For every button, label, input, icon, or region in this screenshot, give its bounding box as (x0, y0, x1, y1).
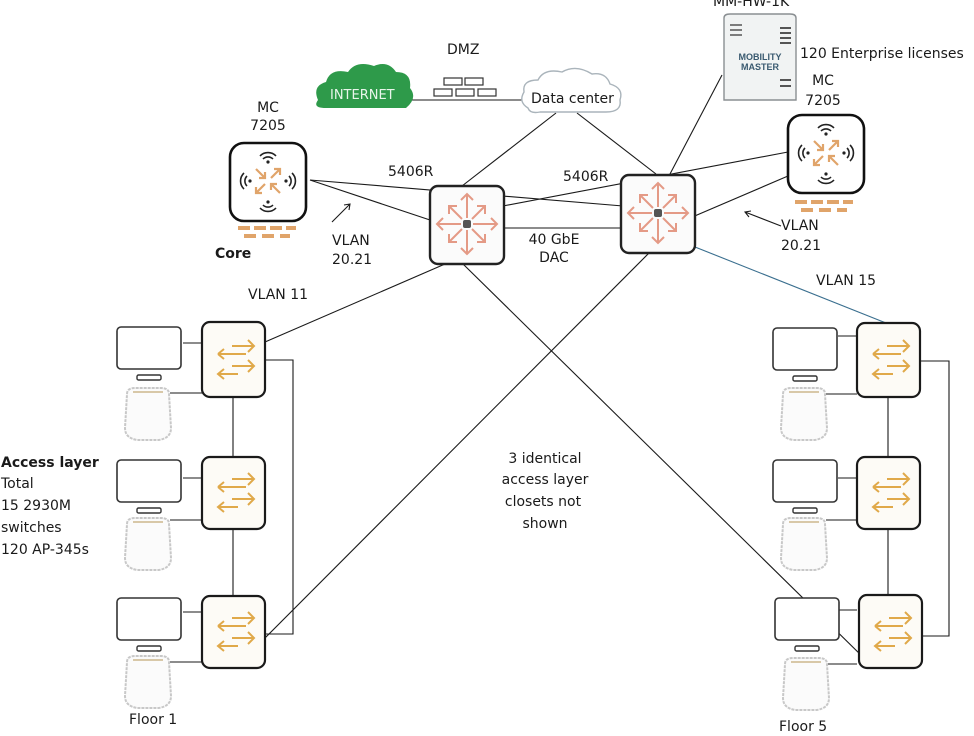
internet-cloud-icon (316, 64, 414, 108)
floor5-monitor-2-icon (772, 459, 838, 514)
floor5-switch-3-icon (857, 593, 924, 670)
vlan11-label: VLAN 11 (248, 287, 309, 303)
link-datacenter-core-right (576, 112, 657, 175)
floor1-closet (116, 320, 267, 709)
floor5-ap-1-icon (780, 387, 828, 441)
note-line3: closets not (504, 494, 582, 510)
floor5-closet (772, 321, 924, 711)
mc-left-controller-icon (228, 141, 308, 223)
access-layer-line4: 120 AP-345s (1, 542, 89, 558)
mc-left-label-line1: MC (257, 100, 279, 116)
mm-licenses-label: 120 Enterprise licenses (800, 46, 964, 62)
vlan-left-pointer-arrow (331, 203, 351, 223)
floor1-switch-1-icon (200, 320, 267, 399)
vlan-right-label-line1: VLAN (781, 218, 819, 234)
core-label: Core (215, 246, 252, 262)
dac-link-label-line2: DAC (539, 250, 569, 266)
link-mc-left-core-left (309, 179, 431, 221)
link-mc-right-core-right (689, 175, 789, 219)
floor1-ap-1-icon (124, 387, 172, 441)
dmz-label: DMZ (447, 42, 480, 58)
floor1-switch-2-icon (200, 455, 267, 531)
dac-link-label-line1: 40 GbE (528, 232, 580, 248)
link-mm-core-right (669, 74, 723, 175)
link-core-right-floor5-top (689, 244, 887, 324)
datacenter-label: Data center (531, 91, 614, 107)
mm-model-label: MM-HW-1K (713, 0, 790, 10)
floor1-monitor-2-icon (116, 459, 182, 514)
floor1-monitor-1-icon (116, 326, 182, 381)
link-core-left-floor5-bottom (462, 263, 867, 661)
mc-right-controller-icon (786, 113, 866, 195)
floor1-switch-3-icon (200, 594, 267, 670)
floor5-ap-2-icon (780, 517, 828, 571)
floor1-label: Floor 1 (129, 712, 178, 728)
access-layer-line2: 15 2930M (1, 498, 71, 514)
mm-badge-line1: MOBILITY (739, 52, 782, 62)
core-right-model-label: 5406R (563, 169, 609, 185)
access-layer-line3: switches (1, 520, 62, 536)
floor5-switch-1-icon (855, 321, 922, 399)
mc-right-label-line2: 7205 (805, 93, 841, 109)
link-datacenter-core-left (461, 112, 557, 187)
mc-right-firewall-icon (795, 200, 853, 212)
mc-right-label-line1: MC (812, 73, 834, 89)
core-switch-right-icon (619, 173, 697, 255)
mm-badge-line2: MASTER (741, 62, 780, 72)
floor5-label: Floor 5 (779, 719, 828, 735)
vlan-left-label-line2: 20.21 (332, 252, 373, 268)
floor1-ap-3-icon (124, 655, 172, 709)
access-layer-line1: Total (1, 476, 34, 492)
floor5-switch-2-icon (855, 455, 922, 531)
note-line4: shown (522, 516, 568, 532)
floor5-monitor-3-icon (774, 597, 840, 652)
vlan15-label: VLAN 15 (816, 273, 877, 289)
link-core-left-floor1-top (264, 263, 446, 343)
vlan-right-pointer-arrow (743, 210, 782, 227)
link-core-right-floor1-bottom (264, 251, 651, 639)
note-line1: 3 identical (508, 451, 582, 467)
mc-left-label-line2: 7205 (250, 118, 286, 134)
datacenter-cloud-icon (521, 67, 622, 114)
vlan-right-label-line2: 20.21 (781, 238, 822, 254)
note-line2: access layer (501, 472, 589, 488)
core-left-model-label: 5406R (388, 164, 434, 180)
vlan-left-label-line1: VLAN (332, 233, 370, 249)
core-switch-left-icon (428, 184, 506, 266)
dmz-firewall-icon (433, 77, 497, 97)
floor5-monitor-1-icon (772, 327, 838, 382)
internet-label: INTERNET (330, 88, 395, 103)
floor5-ap-3-icon (782, 657, 830, 711)
mc-left-firewall-icon (238, 226, 296, 238)
access-layer-title: Access layer (1, 455, 99, 471)
floor1-monitor-3-icon (116, 597, 182, 652)
floor1-ap-2-icon (124, 517, 172, 571)
mobility-master-icon: MOBILITY MASTER (723, 13, 797, 101)
